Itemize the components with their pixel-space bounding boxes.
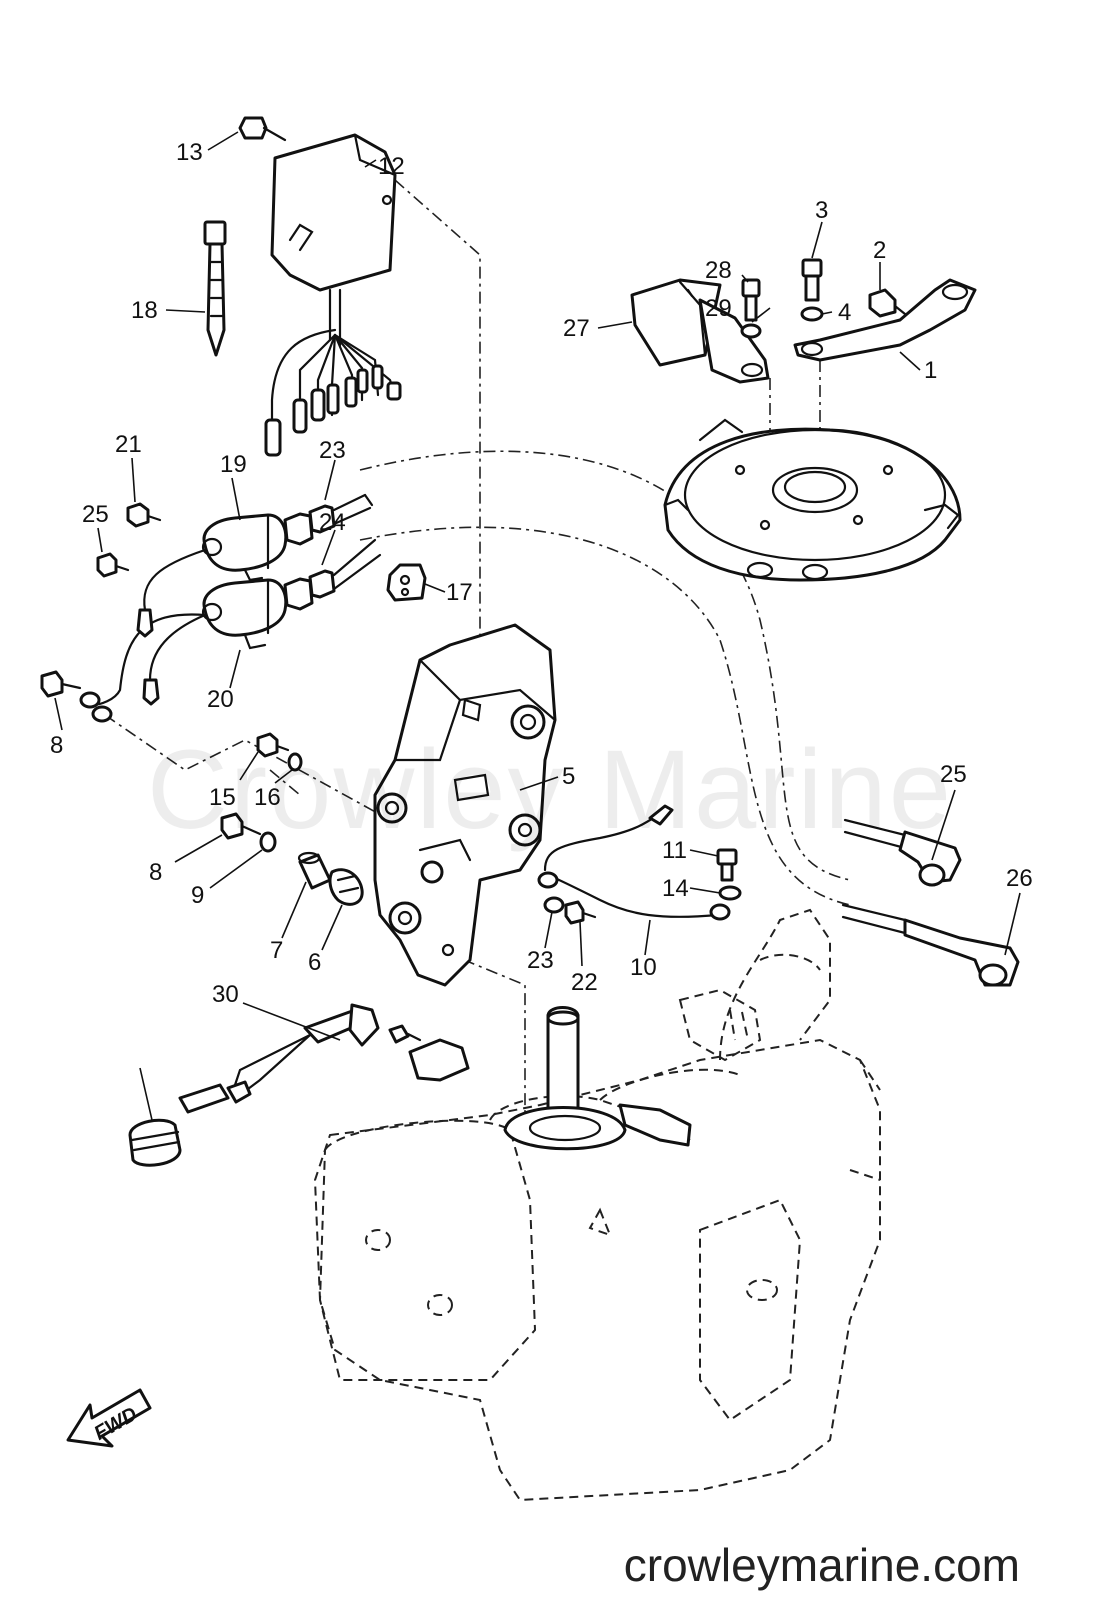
callout-21: 22 (571, 969, 598, 996)
ground-lead-10 (537, 804, 731, 921)
callout-9: 9 (191, 882, 204, 909)
coil-bracket (373, 623, 557, 987)
stator-plate (663, 418, 962, 582)
callout-17: 17 (446, 579, 473, 606)
callout-3: 3 (815, 197, 828, 224)
site-caption: crowleymarine.com (623, 1539, 1020, 1591)
callout-7: 7 (270, 937, 283, 964)
callout-22: 23 (527, 947, 554, 974)
bolt-14 (238, 116, 287, 142)
rubber-cover-30 (128, 1118, 182, 1167)
callout-15: 15 (209, 784, 236, 811)
magnet-base-1 (793, 278, 977, 362)
grommet-17 (386, 563, 427, 602)
callout-11: 11 (662, 837, 687, 864)
ignition-coil-lower (201, 538, 382, 650)
callout-18: 18 (131, 297, 158, 324)
washer-4 (800, 306, 824, 322)
callout-4: 4 (838, 299, 851, 326)
callout-20: 21 (115, 431, 142, 458)
pulser-coil-2 (868, 288, 912, 320)
bolt-8-lower (220, 812, 262, 840)
washer-9 (259, 831, 277, 853)
coil-ground-leads (79, 548, 207, 723)
callout-23-lower: 24 (319, 509, 346, 536)
callout-28: 29 (705, 295, 732, 322)
power-head-outline (313, 908, 881, 1502)
watermark: Crowley Marine (147, 727, 953, 852)
collar-7 (297, 851, 332, 890)
callout-13: 12 (378, 153, 405, 180)
bolt-15 (256, 732, 290, 758)
callout-8-upper: 8 (50, 732, 63, 759)
callout-25-upper: 25 (940, 761, 967, 788)
screw-27 (741, 278, 761, 322)
callout-5: 5 (562, 763, 575, 790)
plug-cap-lower (841, 903, 1020, 987)
washer-12 (718, 885, 742, 901)
callout-6: 6 (308, 949, 321, 976)
callout-12: 14 (662, 875, 689, 902)
callout-24: 25 (82, 501, 109, 528)
callout-1: 1 (924, 357, 937, 384)
pulser-bracket (630, 278, 770, 384)
washer-22 (543, 896, 565, 914)
leader-lines (54, 131, 1021, 1121)
crankshaft (503, 1006, 692, 1151)
grommet-6 (328, 868, 364, 906)
callout-23-upper: 23 (319, 437, 346, 464)
screw-11 (716, 848, 738, 882)
ignition-coil-upper (201, 495, 372, 582)
callout-29: 30 (212, 981, 239, 1008)
bolt-20 (126, 502, 162, 528)
cdi-unit (264, 133, 402, 457)
callout-19-upper: 19 (220, 451, 247, 478)
callout-16: 16 (254, 784, 281, 811)
callout-8-lower: 8 (149, 859, 162, 886)
washer-28 (740, 323, 762, 339)
bolt-21 (564, 900, 597, 925)
callout-labels: 13 12 18 3 2 28 29 4 27 1 21 19 23 24 25… (50, 139, 1033, 1008)
callout-19-lower: 20 (207, 686, 234, 713)
callout-2: 2 (873, 237, 886, 264)
cable-tie (203, 220, 227, 357)
callout-25-lower: 26 (1006, 865, 1033, 892)
screw-3 (801, 258, 823, 302)
callout-27: 28 (705, 257, 732, 284)
callout-26: 27 (563, 315, 590, 342)
callout-10: 10 (630, 954, 657, 981)
fwd-arrow-icon: FWD (66, 1388, 152, 1448)
thermoswitch-29 (178, 1003, 470, 1114)
callout-14: 13 (176, 139, 203, 166)
bolt-24 (96, 552, 130, 578)
bolt-8-upper (40, 670, 82, 698)
washer-16 (287, 752, 303, 772)
